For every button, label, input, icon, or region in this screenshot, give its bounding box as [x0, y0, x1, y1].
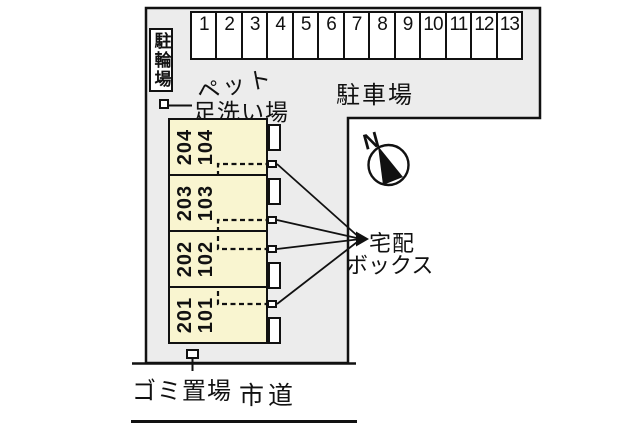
unit-number-upper: 203 [174, 184, 196, 222]
garbage-area-label: ゴミ置場 [132, 378, 232, 405]
parking-stall: 2 [215, 13, 240, 58]
unit-number-lower: 104 [195, 128, 217, 166]
delivery-box-marker [267, 245, 277, 253]
unit-202-102: 202 102 [170, 230, 266, 286]
bicycle-parking-label: 駐輪場 [151, 31, 171, 89]
parking-stall: 13 [495, 13, 521, 58]
parking-stall: 9 [393, 13, 419, 58]
pet-wash-marker [159, 99, 169, 109]
unit-number-lower: 101 [195, 296, 217, 334]
parking-stall: 7 [342, 13, 368, 58]
parking-stall: 8 [368, 13, 393, 58]
unit-204-104: 204 104 [170, 120, 266, 174]
entrance-porch [268, 178, 281, 205]
parking-stall: 12 [470, 13, 495, 58]
parking-stall: 10 [419, 13, 444, 58]
unit-number-lower: 102 [195, 240, 217, 278]
unit-201-101: 201 101 [170, 286, 266, 342]
garbage-area-marker [186, 349, 199, 359]
parking-area-label: 駐車場 [336, 82, 414, 109]
delivery-box-marker [267, 216, 277, 224]
delivery-pointer-arrowhead-icon [356, 231, 369, 247]
entrance-porch [268, 262, 281, 289]
city-road-label: 市道 [239, 382, 298, 410]
delivery-pointer-line [276, 163, 362, 240]
unit-number-upper: 201 [174, 296, 196, 334]
delivery-box-marker [267, 160, 277, 168]
parking-stall: 4 [266, 13, 291, 58]
parking-stall: 5 [291, 13, 317, 58]
parking-stall: 3 [240, 13, 266, 58]
parking-stall-row: 1 2 3 4 5 6 7 8 9 10 11 12 13 [190, 11, 523, 60]
unit-number-upper: 204 [174, 128, 196, 166]
delivery-box-label-line2: ボックス [346, 253, 434, 278]
north-label: N [360, 127, 382, 155]
compass-needle-icon [378, 146, 403, 185]
delivery-pointer-line [276, 219, 362, 240]
parking-stall: 6 [317, 13, 342, 58]
north-compass-icon: N [360, 127, 410, 187]
parking-stall: 11 [444, 13, 470, 58]
parking-stall: 1 [198, 14, 210, 35]
building: 204 104 203 103 202 102 201 101 [168, 118, 268, 344]
bicycle-parking-box: 駐輪場 [149, 28, 173, 92]
unit-number-lower: 103 [195, 184, 217, 222]
entrance-porch [268, 124, 281, 151]
delivery-box-marker [267, 300, 277, 308]
unit-203-103: 203 103 [170, 174, 266, 230]
entrance-porch [268, 317, 281, 344]
unit-number-upper: 202 [174, 240, 196, 278]
